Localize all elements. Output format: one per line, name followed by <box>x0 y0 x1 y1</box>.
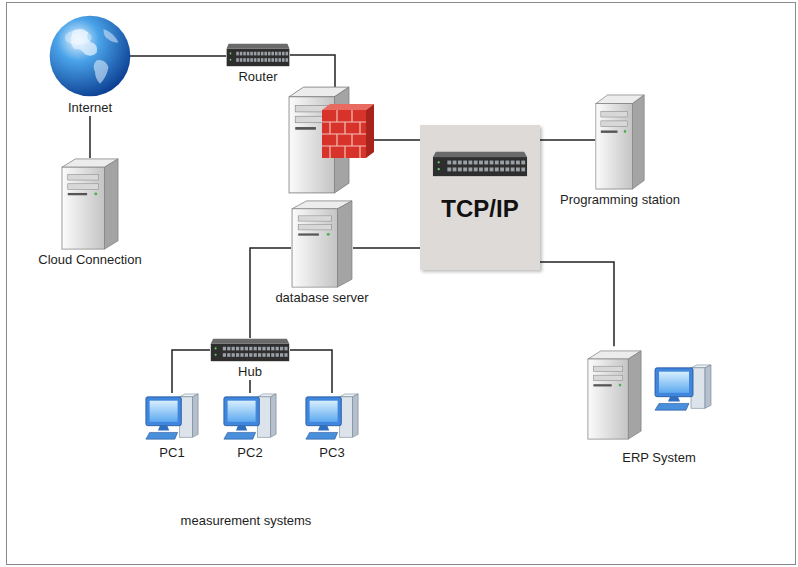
node-label: Programming station <box>560 192 680 208</box>
firewall-server <box>289 87 349 193</box>
node-label: Internet <box>68 100 112 116</box>
node-label: Cloud Connection <box>38 252 141 268</box>
node-label: PC1 <box>159 445 184 461</box>
pc-node: PC2 <box>219 393 281 461</box>
globe-node: Internet <box>45 14 135 116</box>
ellipse-shape <box>56 306 436 560</box>
server-node: database server <box>272 200 371 306</box>
switch-node: Router <box>223 43 293 85</box>
connector <box>89 116 91 158</box>
connector <box>353 247 420 249</box>
connector <box>290 350 332 393</box>
server-icon <box>291 200 353 288</box>
server-icon <box>595 94 645 190</box>
connector <box>172 350 210 393</box>
node-label: database server <box>275 290 368 306</box>
connector <box>540 262 614 346</box>
node-label: PC2 <box>237 445 262 461</box>
node-label: ERP System <box>622 450 695 466</box>
node-label: Router <box>238 69 277 85</box>
group-ellipse: ERP System <box>525 340 793 520</box>
connector <box>540 139 595 141</box>
brick-wall <box>322 104 374 158</box>
node-label: Hub <box>238 364 262 380</box>
server-icon <box>61 158 119 250</box>
switch-icon <box>432 151 528 177</box>
connector <box>290 55 420 140</box>
node-label: TCP/IP <box>441 195 518 223</box>
globe-icon <box>48 14 132 98</box>
frame-border <box>7 3 796 565</box>
pc-node: PC1 <box>141 393 203 461</box>
pc-icon <box>144 393 200 443</box>
server-node: Programming station <box>557 94 683 208</box>
switch-icon <box>226 43 290 67</box>
pc-icon <box>653 364 713 414</box>
connector <box>249 380 251 393</box>
group-ellipse: measurement systems HubPC1 PC2 PC3 <box>55 305 437 561</box>
switch-icon <box>210 338 290 362</box>
connector <box>130 55 226 57</box>
pc-node: PC3 <box>301 393 363 461</box>
node-label: measurement systems <box>181 513 312 529</box>
node-label: PC3 <box>319 445 344 461</box>
pc-icon <box>222 393 278 443</box>
server-icon <box>587 350 642 440</box>
ellipse-outline <box>525 340 793 520</box>
server-node: Cloud Connection <box>35 158 144 268</box>
pc-icon <box>304 393 360 443</box>
ellipse-shape <box>526 341 792 519</box>
switch-node: Hub <box>207 338 293 380</box>
network-box: TCP/IP <box>420 125 540 270</box>
